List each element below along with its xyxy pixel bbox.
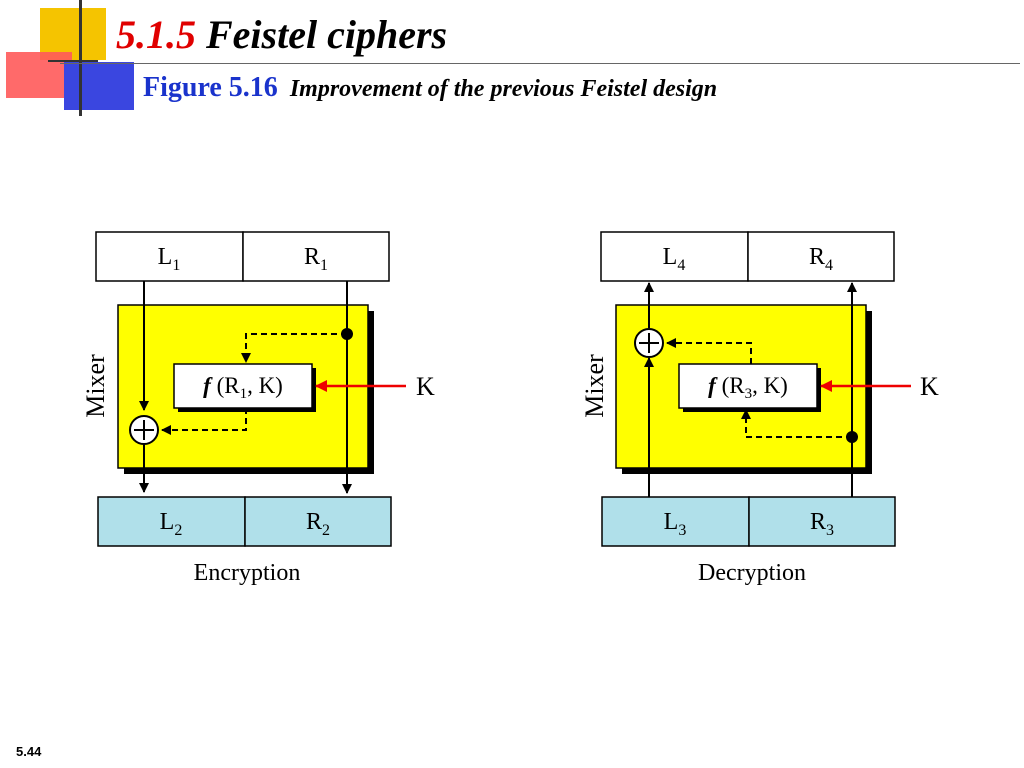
title-rule	[60, 63, 1020, 64]
enc-bottom-left-box	[97, 496, 246, 547]
dec-mixer-label: Mixer	[580, 354, 609, 418]
enc-top-left-box	[95, 231, 244, 282]
dec-key-label: K	[920, 372, 939, 401]
enc-function-label: f (R1, K)	[203, 373, 283, 402]
dec-top-right-box	[747, 231, 895, 282]
enc-dashed-to-xor	[161, 408, 247, 435]
dec-bottom-right-box	[748, 496, 896, 547]
enc-key-label: K	[416, 372, 435, 401]
page-number: 5.44	[16, 744, 42, 759]
dec-dashed-to-xor	[666, 338, 752, 364]
dec-bottom-left-label: L3	[664, 509, 687, 539]
dec-function-label: f (R3, K)	[708, 373, 788, 402]
enc-top-left-label: L1	[158, 244, 181, 274]
deco-blue-block	[64, 62, 134, 110]
enc-xor-icon	[129, 415, 159, 445]
deco-yellow-block	[40, 8, 106, 60]
enc-top-right-label: R1	[304, 244, 328, 274]
enc-bottom-left-label: L2	[160, 509, 183, 539]
decryption-diagram: L4 R4 Mixer f (R3, K) K L3	[580, 231, 939, 586]
dec-top-right-label: R4	[809, 244, 833, 274]
deco-vertical-line	[79, 0, 82, 116]
deco-red-block	[6, 52, 72, 98]
enc-bottom-right-label: R2	[306, 509, 330, 539]
dec-function-box	[678, 363, 818, 409]
enc-mixer-label: Mixer	[81, 354, 110, 418]
figure-label: Figure 5.16	[143, 72, 278, 103]
figure-heading: Figure 5.16 Improvement of the previous F…	[143, 70, 717, 110]
enc-bottom-right-box	[244, 496, 392, 547]
corner-decoration	[0, 0, 150, 120]
enc-top-right-box	[242, 231, 390, 282]
dec-bottom-right-label: R3	[810, 509, 834, 539]
dec-dashed-to-function	[741, 409, 852, 438]
enc-dashed-to-function	[241, 333, 347, 363]
section-title: Feistel ciphers	[206, 12, 448, 57]
encryption-diagram: L1 R1 Mixer f (R1, K) K L2	[81, 231, 435, 586]
enc-caption: Encryption	[194, 560, 301, 586]
enc-function-box	[173, 363, 313, 409]
dec-top-left-box	[600, 231, 749, 282]
dec-xor-icon	[634, 328, 664, 358]
dec-caption: Decryption	[698, 560, 806, 586]
figure-caption: Improvement of the previous Feistel desi…	[289, 76, 718, 102]
section-number: 5.1.5	[116, 12, 196, 57]
dec-top-left-label: L4	[663, 244, 686, 274]
deco-horizontal-line	[48, 60, 98, 62]
dec-bottom-left-box	[601, 496, 750, 547]
